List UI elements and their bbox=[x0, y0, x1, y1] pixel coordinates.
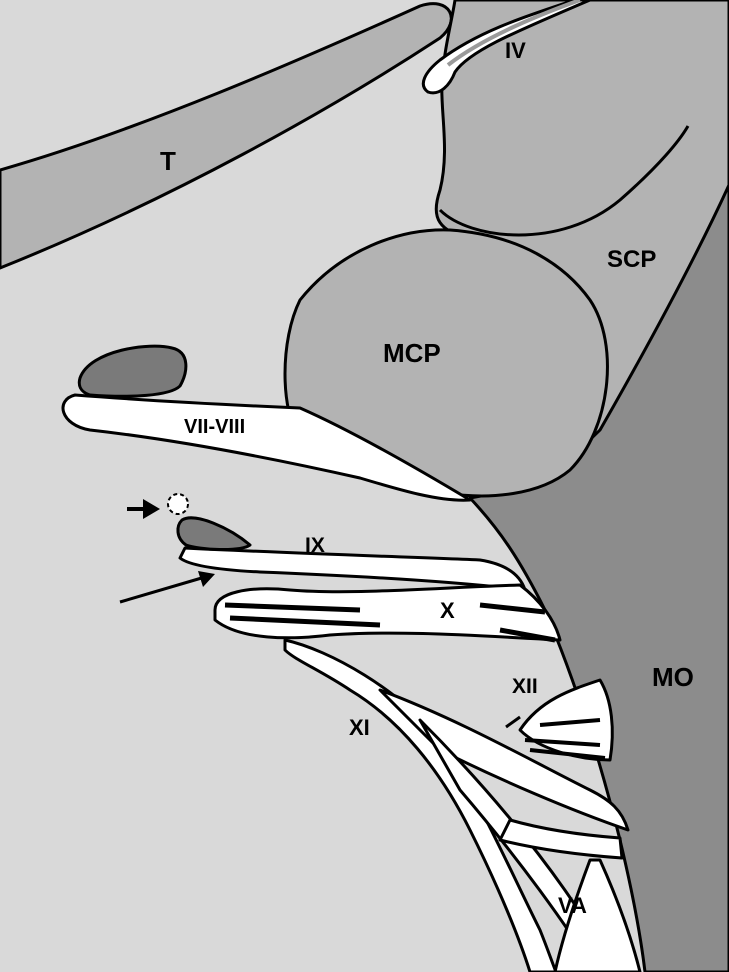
nerve-xi-complex bbox=[283, 638, 630, 972]
arrowhead-pointer bbox=[127, 499, 160, 519]
label-xii: XII bbox=[512, 675, 538, 698]
label-xi: XI bbox=[349, 715, 370, 740]
label-t: T bbox=[160, 146, 176, 176]
label-iv: IV bbox=[505, 38, 526, 63]
trochlear-nerve bbox=[421, 0, 592, 95]
nerve-x-complex bbox=[213, 583, 562, 643]
nerve-ix bbox=[167, 493, 527, 592]
label-vii-viii: VII-VIII bbox=[184, 416, 246, 438]
label-ix: IX bbox=[305, 534, 325, 557]
medulla-oblongata bbox=[468, 183, 729, 972]
label-va: VA bbox=[558, 893, 587, 918]
vii-viii-nerve-complex bbox=[61, 344, 472, 502]
tentorium-band bbox=[0, 2, 453, 270]
label-mo: MO bbox=[652, 662, 694, 692]
label-x: X bbox=[440, 598, 455, 623]
long-arrow-pointer bbox=[119, 571, 215, 604]
label-scp: SCP bbox=[607, 246, 657, 273]
label-mcp: MCP bbox=[383, 338, 441, 368]
vertebral-artery bbox=[498, 818, 642, 972]
nerve-xii-rootlets bbox=[505, 678, 614, 762]
